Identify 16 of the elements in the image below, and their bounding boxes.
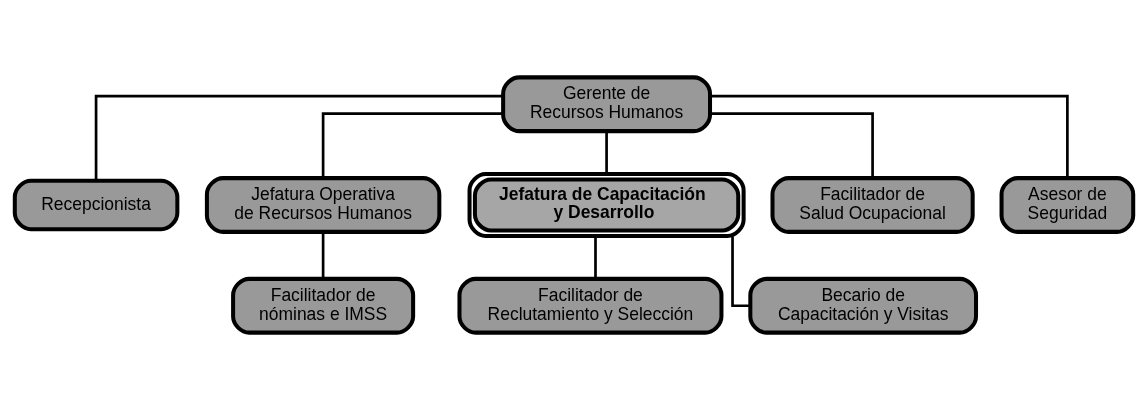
node-box: Facilitador de Salud Ocupacional — [770, 176, 975, 234]
node-box: Facilitador de nóminas e IMSS — [231, 276, 416, 335]
node-box: Becario de Capacitación y Visitas — [748, 276, 979, 335]
connector — [94, 94, 503, 181]
connector — [321, 112, 504, 179]
node-box: Facilitador de Reclutamiento y Selección — [457, 276, 724, 335]
node-box: Asesor de Seguridad — [999, 176, 1136, 234]
connector — [594, 236, 597, 279]
node-box: Gerente de Recursos Humanos — [501, 75, 713, 134]
node-box: Jefatura Operativa de Recursos Humanos — [204, 176, 442, 234]
connector — [605, 131, 608, 174]
connector — [710, 112, 874, 179]
node-box: Recepcionista — [12, 178, 180, 232]
connector — [321, 232, 325, 279]
node-box: Jefatura de Capacitación y Desarrollo — [467, 172, 746, 238]
connector — [710, 94, 1069, 179]
